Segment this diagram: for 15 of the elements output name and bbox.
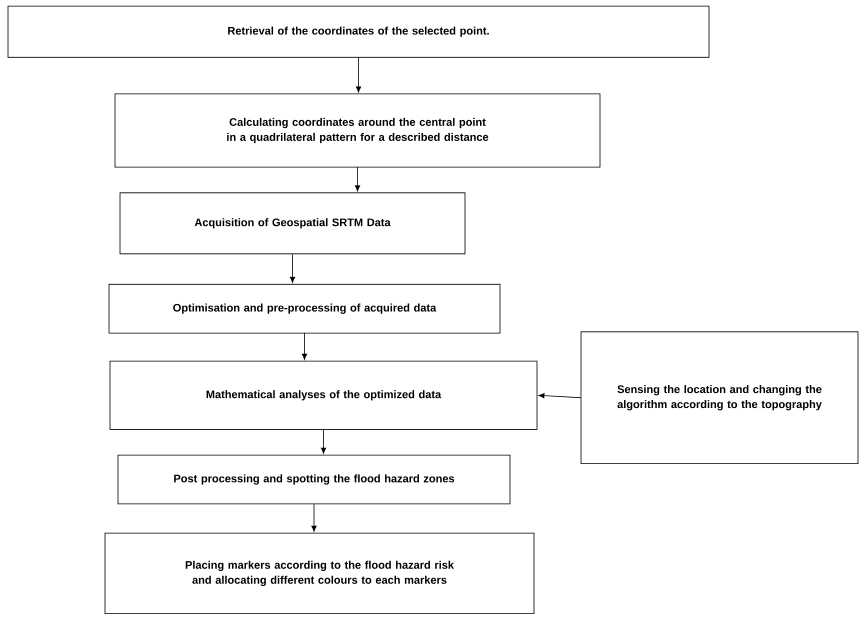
arrow <box>290 254 296 283</box>
process-box: Retrieval of the coordinates of the selected point. <box>8 6 710 58</box>
process-box: Mathematical analyses of the optimized data <box>110 360 538 430</box>
arrow <box>354 167 360 192</box>
arrow <box>320 429 326 454</box>
process-box: Calculating coordinates around the central point in a quadrilateral pattern for a described distance <box>114 94 600 168</box>
process-box: Sensing the location and changing the algorithm according to the topography <box>580 331 858 464</box>
process-box: Optimisation and pre-processing of acquired data <box>108 284 500 334</box>
arrow <box>538 393 581 398</box>
arrow <box>311 504 317 532</box>
process-box: Post processing and spotting the flood hazard zones <box>118 454 510 504</box>
process-box: Placing markers according to the flood hazard risk and allocating different colours to each markers <box>104 532 534 614</box>
arrow <box>302 333 308 360</box>
process-box: Acquisition of Geospatial SRTM Data <box>120 192 466 254</box>
arrow <box>356 57 362 92</box>
